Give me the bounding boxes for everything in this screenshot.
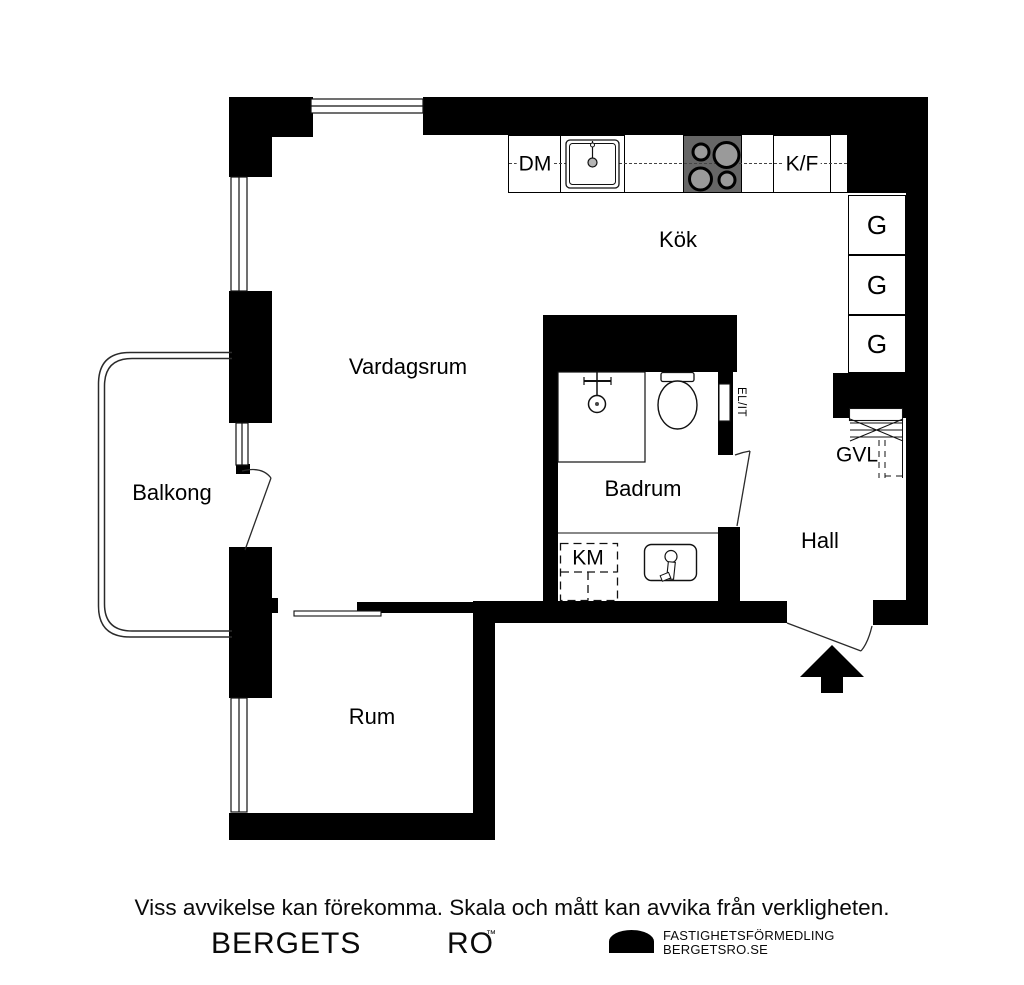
brand-word-ro: RO xyxy=(447,927,494,960)
basin-icon xyxy=(643,543,698,582)
disclaimer-text: Viss avvikelse kan förekomma. Skala och … xyxy=(134,895,890,920)
wall-west-lower xyxy=(229,547,272,698)
washing-machine-box xyxy=(559,542,619,602)
fridge-freezer-label: K/F xyxy=(783,152,821,176)
electrical-panel xyxy=(718,383,731,422)
agency-line-2: BERGETSRO.SE xyxy=(663,941,768,957)
wardrobe-label: G xyxy=(866,209,888,240)
wall-top-right xyxy=(423,97,928,135)
wall-east xyxy=(906,97,928,625)
toilet-icon xyxy=(657,371,698,430)
agency-dome-logo xyxy=(609,930,654,953)
balcony-door-swing xyxy=(241,468,272,551)
trademark-symbol: ™ xyxy=(486,929,496,940)
room-label-badrum: Badrum xyxy=(604,476,682,501)
dishwasher-label: DM xyxy=(516,152,554,176)
wardrobe-box-2: G xyxy=(848,255,906,315)
entrance-door-swing xyxy=(786,622,873,652)
kitchen-sink-icon xyxy=(565,139,620,189)
wardrobe-box-3: G xyxy=(848,315,906,373)
agency-text: FASTIGHETSFÖRMEDLING BERGETSRO.SE xyxy=(663,929,835,956)
room-label-kok: Kök xyxy=(659,227,697,252)
wall-rum-divider xyxy=(357,602,475,613)
wardrobe-label: G xyxy=(866,269,888,300)
stove-burners-icon xyxy=(688,141,741,192)
room-label-rum: Rum xyxy=(348,704,396,729)
wall-balcony-door-stub xyxy=(236,464,250,474)
wall-kitchen-corner-block xyxy=(848,135,906,193)
wall-rum-right xyxy=(473,601,495,840)
counter-centerline xyxy=(509,163,847,164)
wall-rum-bottom xyxy=(229,813,495,840)
washing-machine-label: KM xyxy=(572,546,604,570)
wardrobe-label: G xyxy=(866,328,888,359)
gvl-shelf-icon xyxy=(848,407,904,478)
wall-bathroom-left xyxy=(543,372,558,623)
sliding-door-rum xyxy=(293,610,382,617)
shower-icon xyxy=(557,371,646,463)
wall-sliding-door-jamb xyxy=(266,598,278,613)
balcony-outline xyxy=(97,351,232,638)
window-rum xyxy=(230,697,248,813)
wall-bathroom-top xyxy=(543,315,737,372)
wall-top-left xyxy=(229,97,313,137)
window-west-living xyxy=(230,176,248,292)
room-label-balkong: Balkong xyxy=(132,480,212,505)
agency-line-1: FASTIGHETSFÖRMEDLING xyxy=(663,928,835,943)
bathroom-door-swing xyxy=(734,450,751,527)
entrance-arrow-icon xyxy=(800,645,864,693)
window-top xyxy=(310,98,424,114)
room-label-hall: Hall xyxy=(801,528,839,553)
brand-word-bergets: BERGETS xyxy=(211,927,362,960)
wall-west-upper xyxy=(229,136,272,177)
wardrobe-box-1: G xyxy=(848,195,906,255)
el-it-label: EL/IT xyxy=(734,387,747,417)
wall-bathroom-right-lower xyxy=(718,527,740,623)
wall-west-mid xyxy=(229,291,272,423)
room-label-vardagsrum: Vardagsrum xyxy=(348,354,468,379)
gvl-label: GVL xyxy=(835,443,879,467)
window-balcony-door xyxy=(235,422,249,466)
